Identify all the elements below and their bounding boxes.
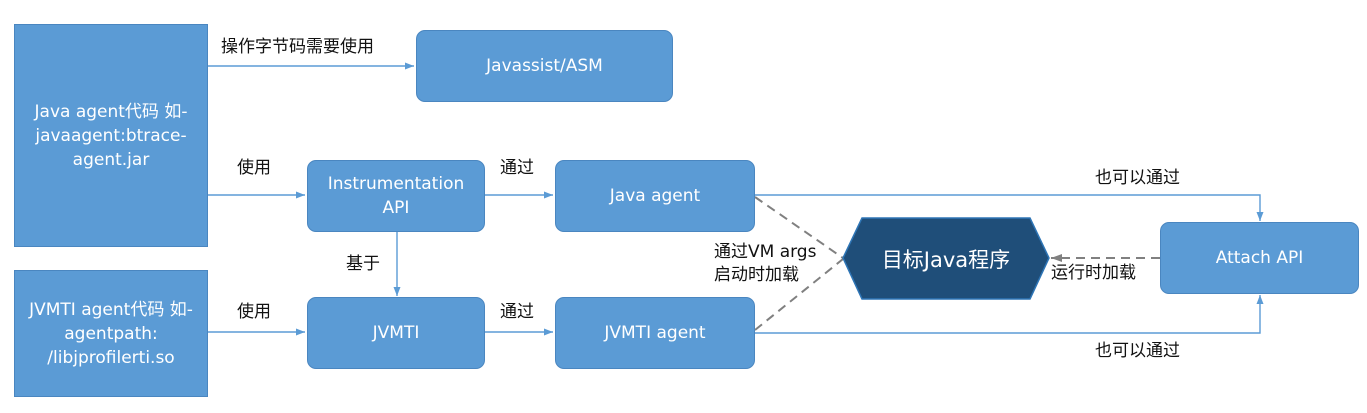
- jvmti-agent-text: JVMTI agent: [604, 323, 706, 343]
- attach-api-box: Attach API: [1160, 222, 1359, 294]
- java-agent-code-box: Java agent代码 如-javaagent:btrace-agent.ja…: [14, 24, 208, 247]
- label-runtime-load: 运行时加载: [1051, 263, 1136, 283]
- jvmti-agent-code-box: JVMTI agent代码 如-agentpath: /libjprofiler…: [14, 270, 208, 397]
- java-agent-text: Java agent: [609, 186, 701, 206]
- arrow-jvmti-agent-to-attach: [755, 295, 1264, 334]
- label-also-via-top: 也可以通过: [1095, 168, 1180, 188]
- label-via-top: 通过: [500, 158, 534, 178]
- attach-api-text: Attach API: [1215, 248, 1304, 268]
- instrumentation-api-text: Instrumentation API: [327, 174, 465, 218]
- label-also-via-bottom: 也可以通过: [1095, 341, 1180, 361]
- label-bytecode: 操作字节码需要使用: [221, 37, 374, 57]
- javassist-asm-text: Javassist/ASM: [486, 56, 603, 76]
- arrow-java-agent-to-attach: [755, 194, 1264, 221]
- java-agent-box: Java agent: [555, 160, 755, 232]
- jvmti-box: JVMTI: [307, 297, 485, 369]
- jvmti-agent-box: JVMTI agent: [555, 297, 755, 369]
- java-agent-code-text: Java agent代码 如-javaagent:btrace-agent.ja…: [34, 101, 188, 170]
- label-startup-load: 启动时加载: [714, 265, 799, 285]
- label-use-top: 使用: [237, 158, 271, 178]
- label-via-bottom: 通过: [500, 302, 534, 322]
- label-use-bottom: 使用: [237, 302, 271, 322]
- instrumentation-api-box: Instrumentation API: [307, 160, 485, 232]
- label-based-on: 基于: [346, 254, 380, 274]
- target-java-program: 目标Java程序: [881, 247, 1011, 272]
- jvmti-agent-code-text: JVMTI agent代码 如-agentpath: /libjprofiler…: [29, 299, 193, 368]
- javassist-asm-box: Javassist/ASM: [416, 30, 673, 102]
- dashed-jvmti-agent-to-target: [754, 258, 844, 331]
- label-vm-args: 通过VM args: [714, 242, 817, 262]
- dashed-java-agent-to-target: [754, 196, 844, 259]
- jvmti-text: JVMTI: [372, 323, 420, 343]
- target-hexagon: [842, 217, 1050, 300]
